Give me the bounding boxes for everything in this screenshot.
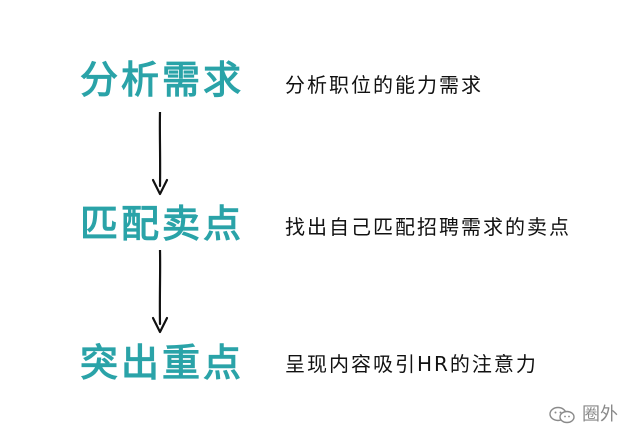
- step-3-title: 突出重点: [80, 341, 245, 385]
- step-3-description: 呈现内容吸引HR的注意力: [285, 352, 538, 376]
- wechat-icon: [549, 406, 575, 424]
- step-1-title: 分析需求: [80, 58, 245, 102]
- down-arrow-2: [151, 250, 169, 334]
- watermark-text: 圈外: [582, 404, 618, 425]
- watermark: 圈外: [548, 405, 618, 425]
- step-2-title: 匹配卖点: [80, 202, 245, 246]
- step-1-description: 分析职位的能力需求: [285, 73, 483, 97]
- down-arrow-1: [151, 112, 169, 196]
- step-2-description: 找出自己匹配招聘需求的卖点: [285, 215, 571, 239]
